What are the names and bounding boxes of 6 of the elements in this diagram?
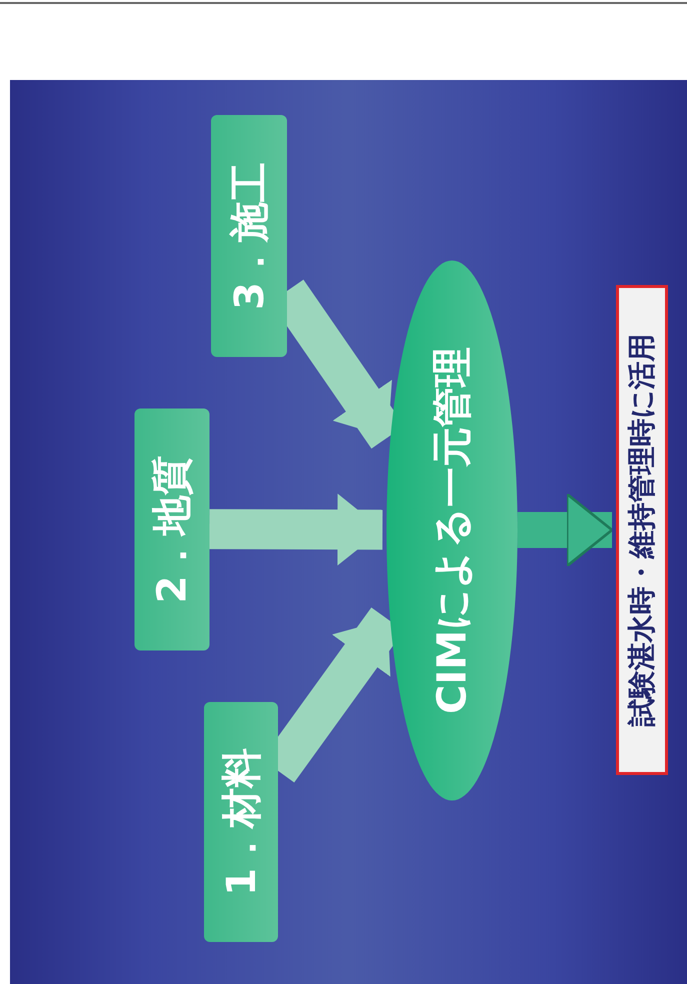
process-box: 3．施工 bbox=[211, 115, 287, 357]
block-arrow bbox=[518, 492, 614, 568]
result-box: 試験湛水時・維持管理時に活用 bbox=[616, 285, 668, 775]
process-box: 1．材料 bbox=[204, 702, 278, 942]
block-arrow bbox=[209, 494, 383, 566]
process-box: 2．地質 bbox=[134, 408, 210, 650]
